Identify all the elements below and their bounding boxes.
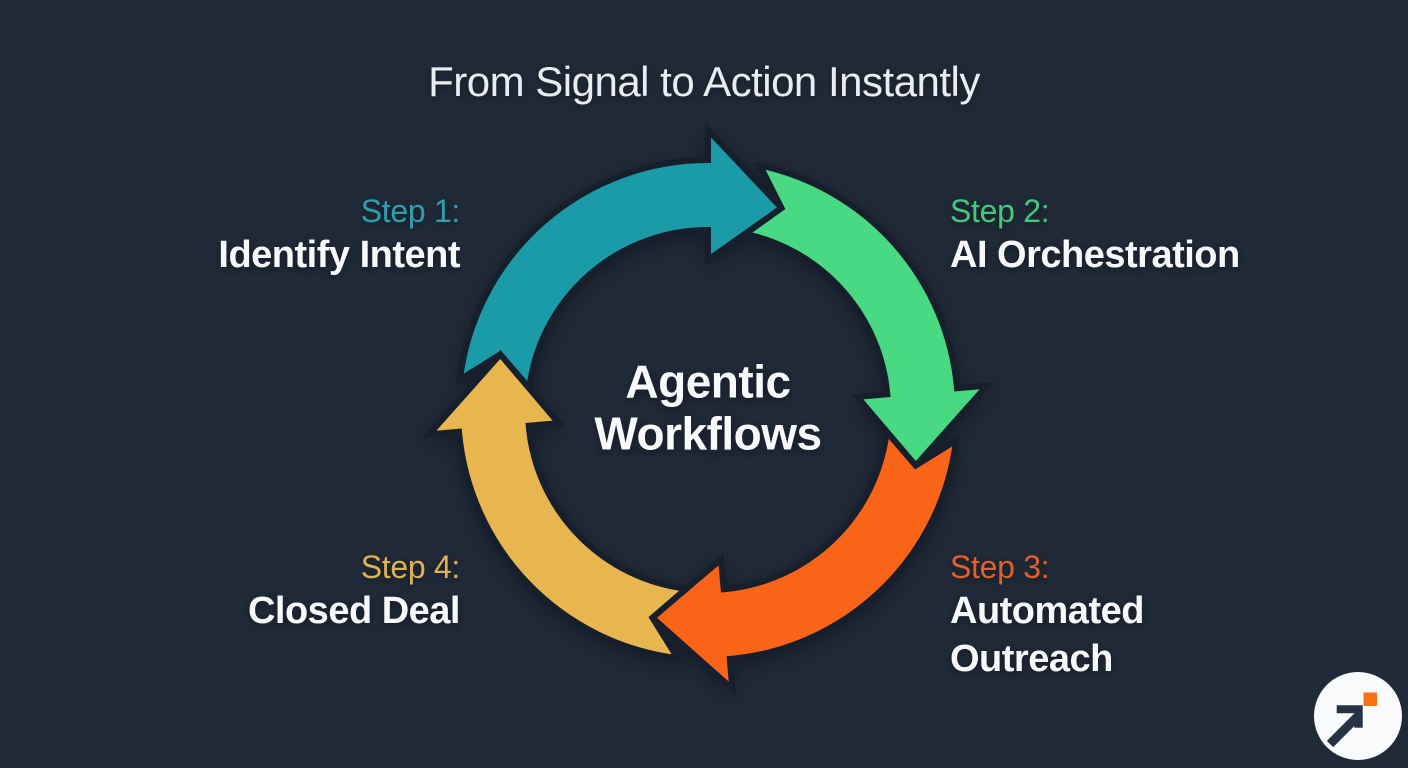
step-4-block: Step 4: Closed Deal bbox=[247, 546, 461, 636]
logo-arrow-shaft bbox=[1326, 713, 1361, 748]
logo-up-right-arrow-icon bbox=[1336, 705, 1363, 728]
step-4-name: Closed Deal bbox=[247, 590, 461, 633]
center-label-line-1: Agentic bbox=[625, 355, 791, 408]
brand-logo bbox=[1313, 671, 1403, 761]
arc-arrow-step-2 bbox=[738, 161, 995, 471]
step-2-name: AI Orchestration bbox=[950, 234, 1240, 277]
arc-arrow-step-1 bbox=[456, 122, 787, 396]
arc-arrow-step-4 bbox=[421, 349, 694, 662]
center-label: Agentic Workflows bbox=[594, 355, 822, 459]
step-2-label: Step 2: bbox=[950, 193, 1050, 229]
step-3-block: Step 3: Automated Outreach bbox=[950, 546, 1200, 684]
step-4-label: Step 4: bbox=[360, 549, 461, 585]
brand-logo-graphic bbox=[1314, 672, 1402, 760]
step-2-block: Step 2: AI Orchestration bbox=[950, 190, 1240, 280]
step-1-block: Step 1: Identify Intent bbox=[218, 190, 460, 280]
arc-arrow-step-3 bbox=[647, 424, 960, 697]
page-title: From Signal to Action Instantly bbox=[428, 58, 980, 105]
step-1-name: Identify Intent bbox=[218, 234, 460, 277]
step-1-label: Step 1: bbox=[360, 193, 461, 229]
step-3-name: Automated Outreach bbox=[950, 590, 1144, 681]
cycle-diagram bbox=[421, 122, 995, 697]
step-3-label: Step 3: bbox=[950, 549, 1050, 585]
logo-accent-square bbox=[1363, 692, 1377, 706]
center-label-line-2: Workflows bbox=[594, 407, 822, 459]
